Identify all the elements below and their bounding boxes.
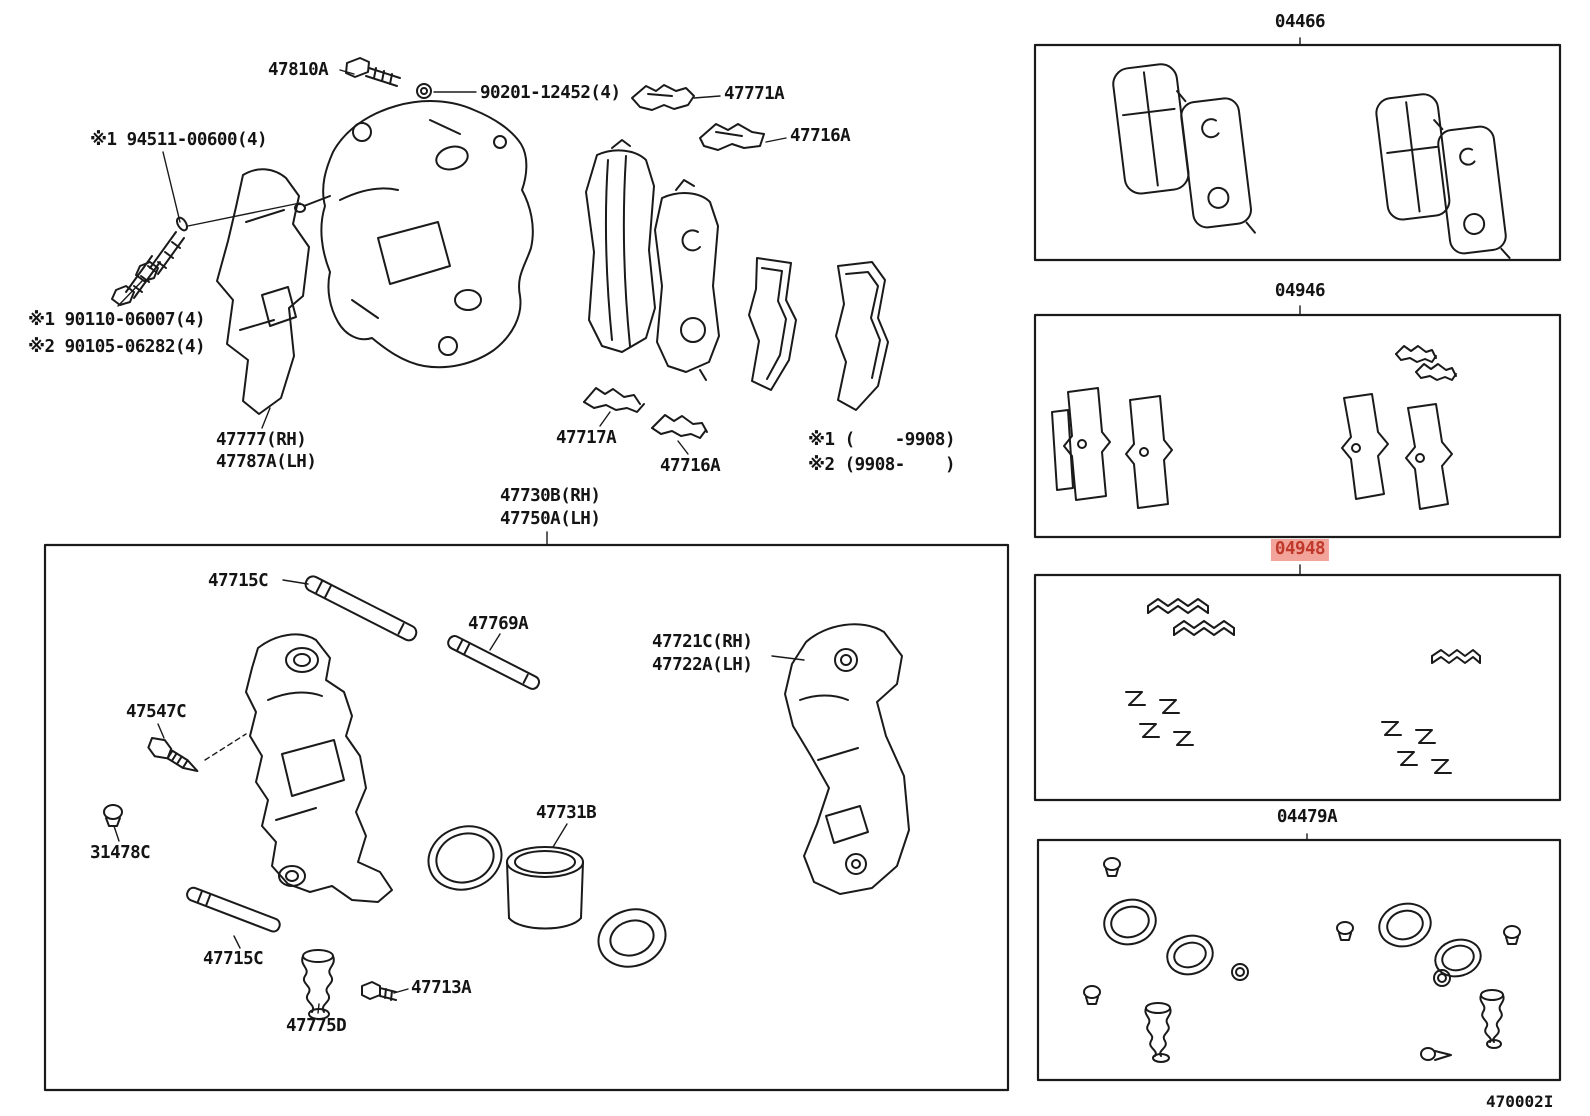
brake-pad-inner-drawing: [586, 140, 655, 352]
callout-31478c[interactable]: 31478C: [90, 843, 151, 863]
caliper-kit-box: [45, 545, 1008, 1090]
kit-04946-shims-drawing: [1052, 346, 1456, 509]
brake-pad-outer-drawing: [655, 180, 719, 380]
callout-47777-rh[interactable]: 47777(RH): [216, 430, 307, 450]
callout-47769a[interactable]: 47769A: [468, 614, 529, 634]
callout-47715c-bot[interactable]: 47715C: [203, 949, 264, 969]
callout-47771a[interactable]: 47771A: [724, 84, 785, 104]
caliper-housing-bottom-drawing: [246, 634, 392, 902]
seal-kit-box-04479a: [1038, 840, 1560, 1080]
piston-seal-ring-drawing: [420, 817, 510, 899]
anti-squeal-shim-1-drawing: [749, 258, 796, 390]
callout-kit-04479a[interactable]: 04479A: [1276, 807, 1338, 827]
mount-bolts-drawing: [112, 216, 189, 305]
anti-squeal-shim-2-drawing: [836, 262, 888, 410]
kit-04479a-seals-drawing: [1084, 858, 1520, 1062]
note-date-range-2: ※2 (9908- ): [808, 455, 955, 475]
note-90105-06282: ※2 90105-06282(4): [28, 337, 206, 357]
callout-47717a[interactable]: 47717A: [556, 428, 617, 448]
callout-47730b-rh[interactable]: 47730B(RH): [500, 486, 601, 506]
callout-47787a-lh[interactable]: 47787A(LH): [216, 452, 317, 472]
note-date-range-1: ※1 ( -9908): [808, 430, 955, 450]
callout-47750a-lh[interactable]: 47750A(LH): [500, 509, 601, 529]
mounting-bracket-47721c-drawing: [785, 624, 909, 894]
slide-pin-47715c-top-drawing: [303, 574, 419, 643]
kit-04466-pads-drawing: [1111, 62, 1509, 265]
dust-shield-47777-drawing: [217, 169, 309, 414]
callout-47715c-top[interactable]: 47715C: [208, 571, 269, 591]
callout-47731b[interactable]: 47731B: [536, 803, 597, 823]
callout-47722a-lh[interactable]: 47722A(LH): [652, 655, 753, 675]
bleeder-cap-31478c-drawing: [104, 805, 122, 826]
pad-clip-47771a-drawing: [632, 85, 694, 110]
callout-kit-04946[interactable]: 04946: [1274, 281, 1326, 301]
banjo-bolt-47810a-drawing: [346, 58, 431, 98]
note-90110-06007: ※1 90110-06007(4): [28, 310, 206, 330]
callout-47775d[interactable]: 47775D: [286, 1016, 347, 1036]
bleeder-screw-47547c-drawing: [145, 734, 203, 780]
callout-47547c[interactable]: 47547C: [126, 702, 187, 722]
note-94511-00600: ※1 94511-00600(4): [90, 130, 268, 150]
callout-47716a-top[interactable]: 47716A: [790, 126, 851, 146]
bolt-47713a-drawing: [362, 982, 396, 1000]
caliper-47730b-drawing: [295, 101, 533, 367]
callout-47721c-rh[interactable]: 47721C(RH): [652, 632, 753, 652]
callout-kit-04948-highlighted[interactable]: 04948: [1270, 539, 1330, 561]
slide-pin-47769a-drawing: [446, 634, 541, 691]
kit-04948-fittings-drawing: [1126, 599, 1480, 773]
callout-47713a[interactable]: 47713A: [411, 978, 472, 998]
shim-kit-box-04946: [1035, 315, 1560, 537]
piston-47731b-drawing: [507, 847, 583, 929]
fitting-kit-box-04948: [1035, 575, 1560, 800]
drawing-code: 470002I: [1486, 1092, 1554, 1111]
pad-clip-47716a-top-drawing: [700, 124, 764, 150]
pad-kit-box-04466: [1035, 45, 1560, 260]
callout-kit-04466[interactable]: 04466: [1274, 12, 1326, 32]
pad-support-clip-47717a-drawing: [584, 388, 644, 412]
callout-47716a-mid[interactable]: 47716A: [660, 456, 721, 476]
cylinder-boot-ring-drawing: [591, 901, 673, 975]
pin-boot-47775d-drawing: [302, 950, 334, 1019]
pad-support-clip-47716a-mid-drawing: [652, 415, 707, 438]
slide-pin-47715c-bottom-drawing: [185, 886, 281, 933]
callout-47810a[interactable]: 47810A: [268, 60, 329, 80]
callout-90201-12452[interactable]: 90201-12452(4): [480, 83, 621, 103]
